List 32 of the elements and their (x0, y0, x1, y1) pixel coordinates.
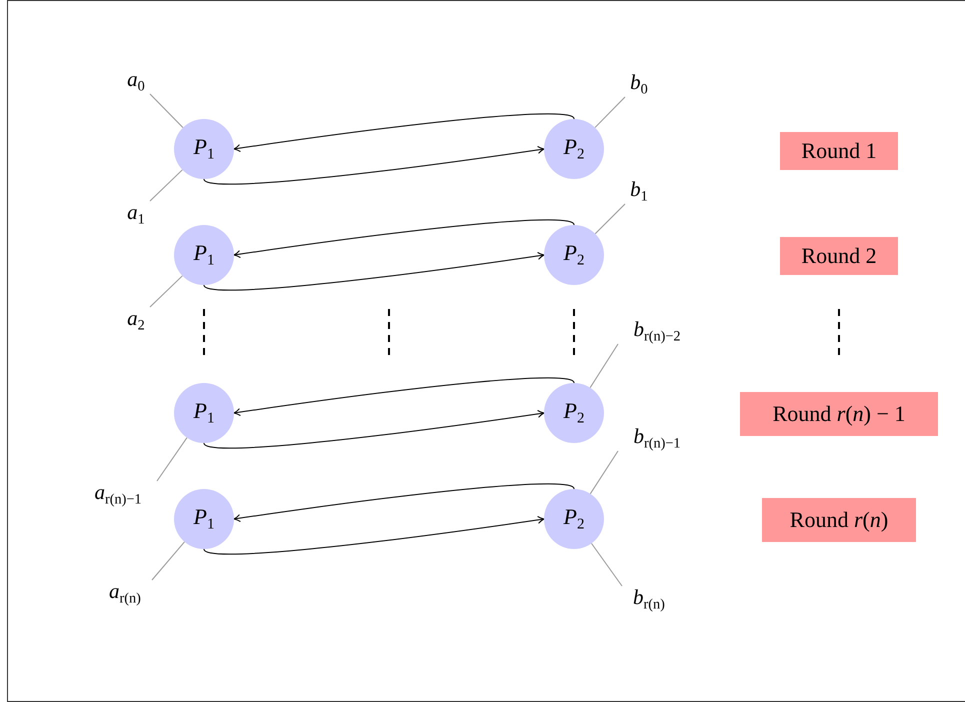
leader-line (590, 450, 618, 494)
leader-line (590, 542, 622, 586)
leader-line (156, 437, 188, 482)
input-label: b$_{r(n)−1}$ (617, 424, 697, 452)
party-circle: P$_{2}$ (544, 119, 604, 179)
leader-line (150, 169, 183, 202)
leader-line (150, 275, 183, 308)
party-circle: P$_{1}$ (174, 383, 234, 443)
input-label: a$_{2}$ (121, 306, 151, 334)
input-label: a$_{0}$ (121, 67, 151, 95)
leader-line (594, 204, 626, 234)
input-label: a$_{r(n)}$ (97, 579, 153, 607)
input-label: a$_{r(n)−1}$ (78, 480, 158, 508)
leader-line (150, 94, 184, 128)
party-circle: P$_{1}$ (174, 119, 234, 179)
round-label: Round r(n) (762, 498, 916, 542)
round-label: Round 1 (780, 132, 898, 170)
leader-line (152, 541, 186, 580)
party-circle: P$_{1}$ (174, 225, 234, 285)
input-label: a$_{1}$ (121, 200, 151, 228)
party-circle: P$_{2}$ (544, 225, 604, 285)
input-label: b$_{r(n)}$ (621, 585, 677, 613)
party-circle: P$_{2}$ (544, 383, 604, 443)
input-label: b$_{1}$ (624, 177, 654, 205)
round-label: Round r(n) − 1 (740, 392, 938, 436)
input-label: b$_{0}$ (624, 70, 654, 98)
party-circle: P$_{2}$ (544, 489, 604, 549)
party-circle: P$_{1}$ (174, 489, 234, 549)
input-label: b$_{r(n)−2}$ (617, 317, 697, 345)
round-label: Round 2 (780, 237, 898, 275)
leader-line (594, 96, 626, 128)
leader-line (590, 344, 618, 388)
